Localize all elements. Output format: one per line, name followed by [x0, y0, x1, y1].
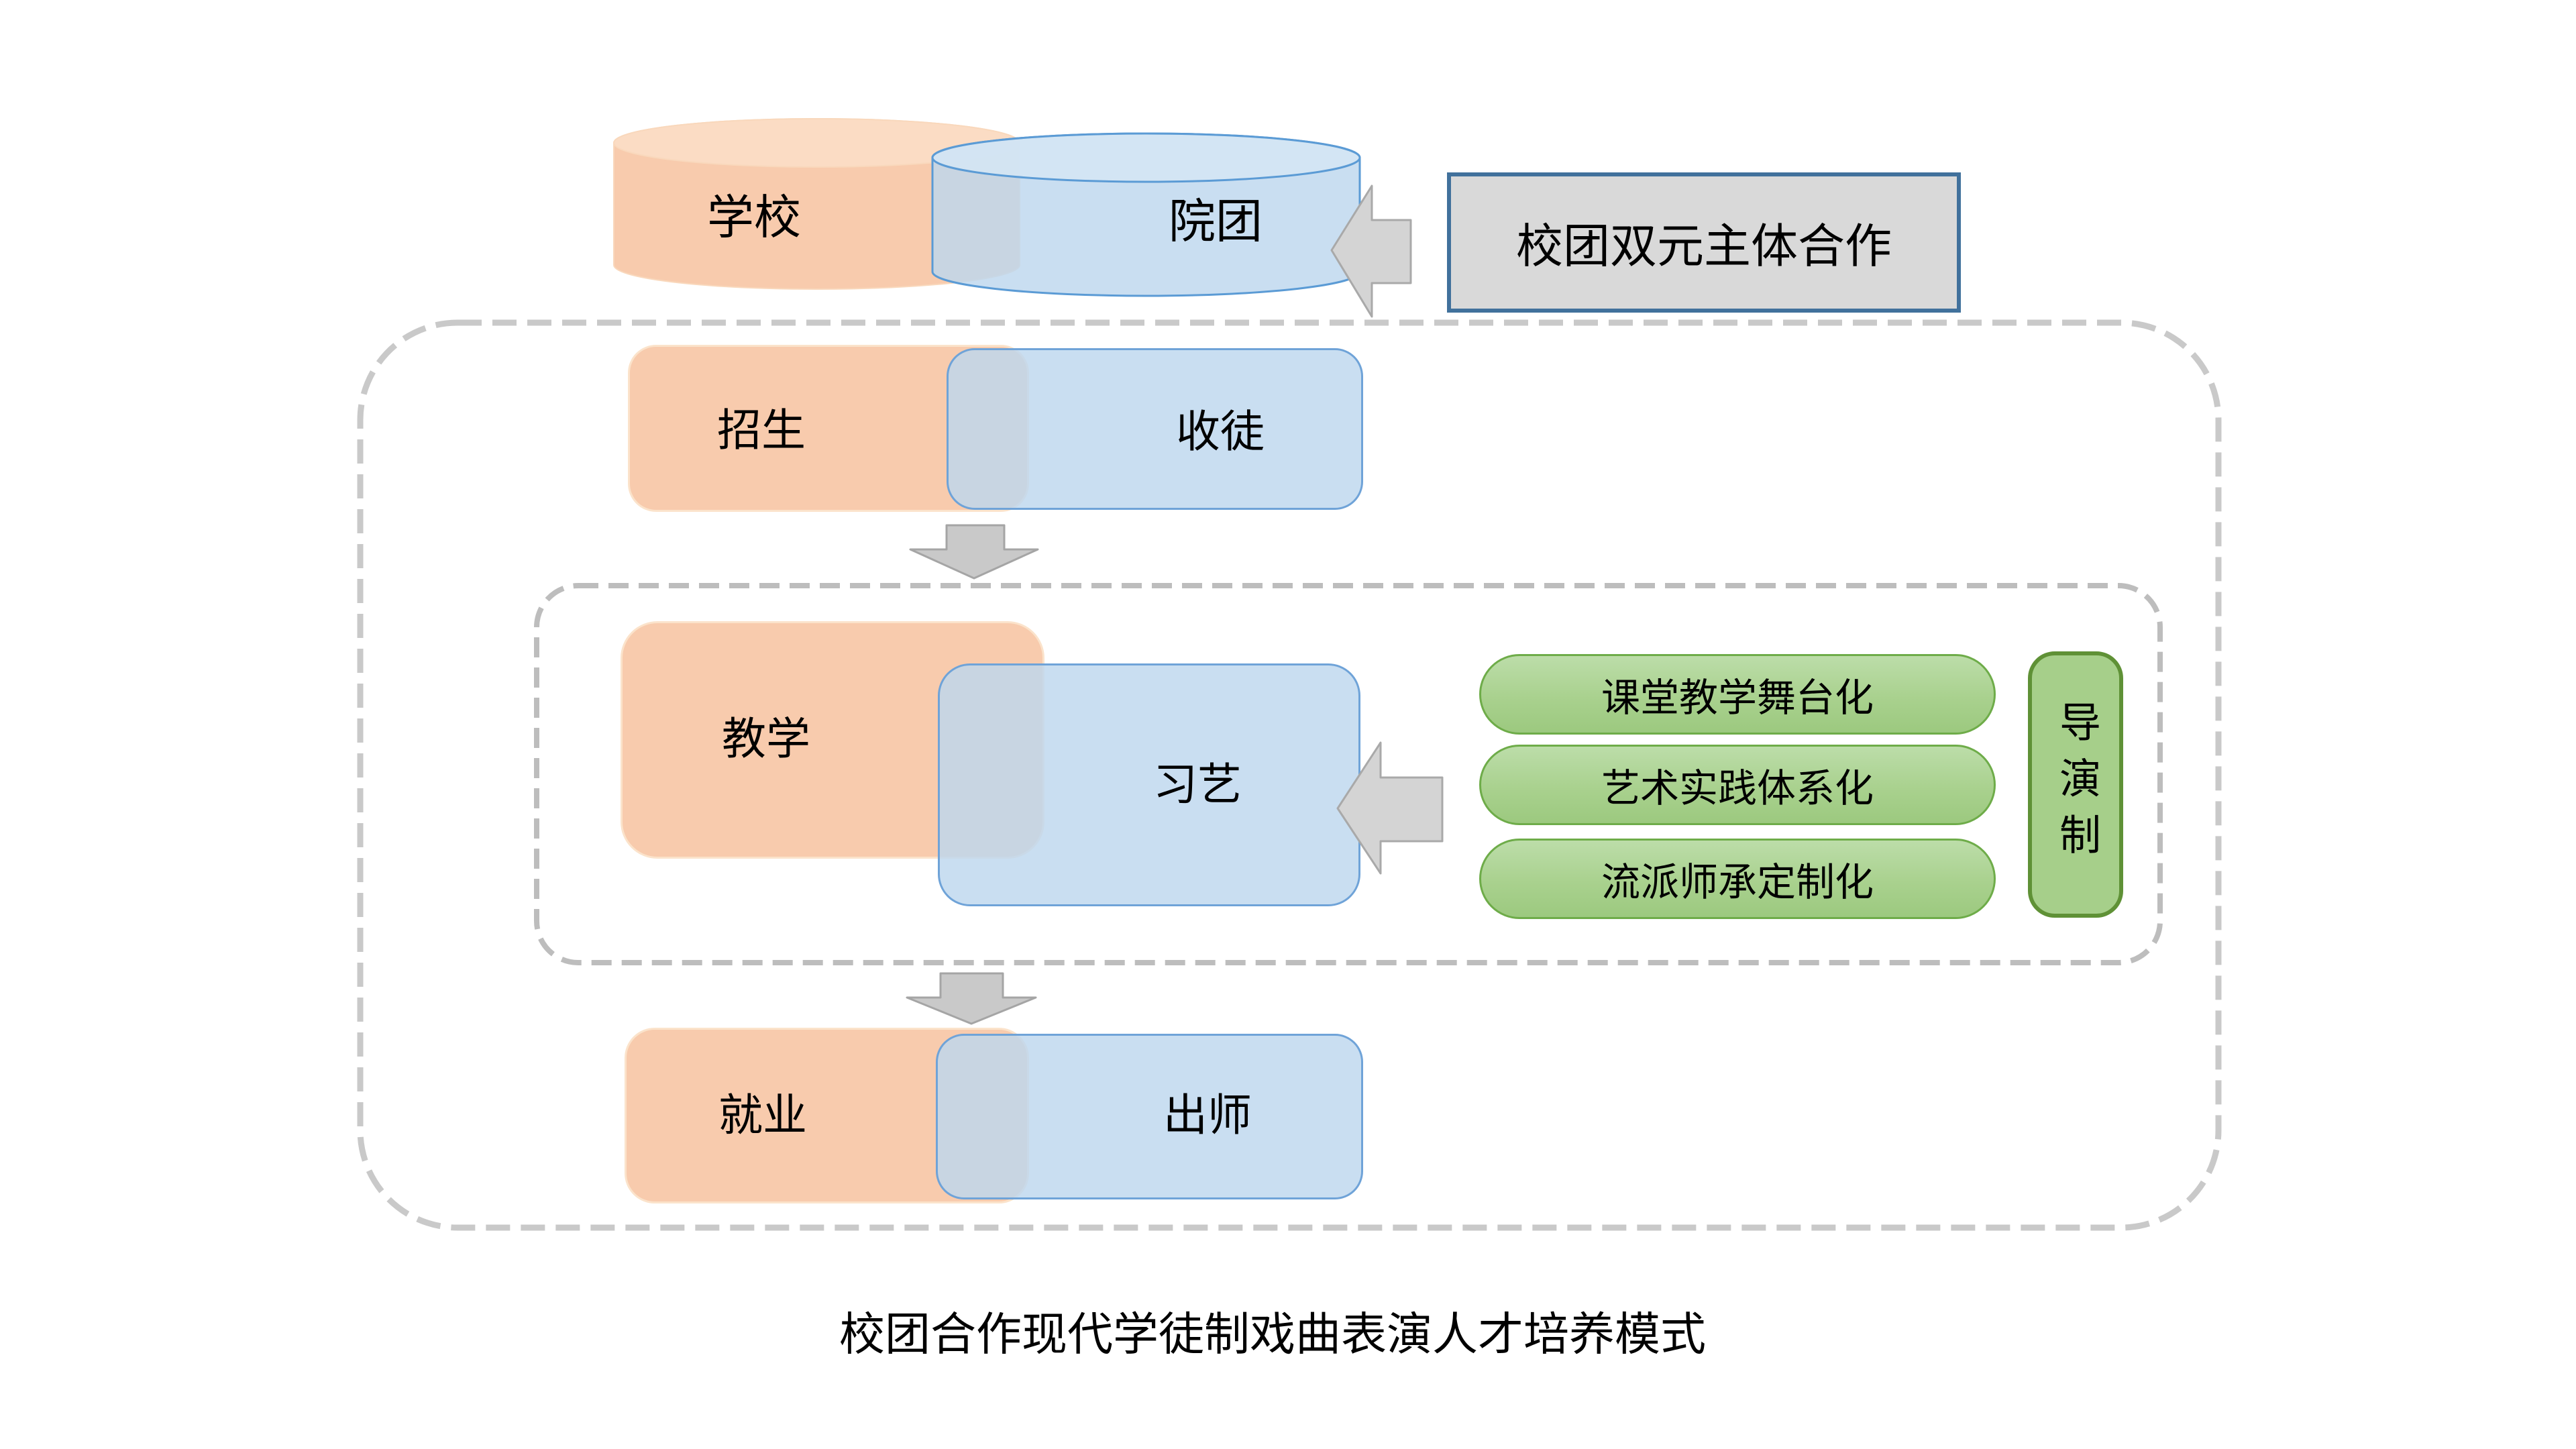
method-pill-3-label: 流派师承定制化 [1601, 861, 1874, 904]
diagram-caption: 校团合作现代学徒制戏曲表演人才培养模式 [839, 1309, 1707, 1360]
method-pill-1: 课堂教学舞台化 [1479, 654, 1996, 735]
enroll-troupe-label: 收徒 [1176, 407, 1265, 456]
flow-down-arrow-icon-1 [909, 524, 1039, 580]
school-cylinder-label: 学校 [707, 191, 801, 244]
teach-troupe-label: 习艺 [1153, 759, 1242, 809]
employ-troupe-label: 出师 [1163, 1090, 1252, 1140]
method-pill-2-label: 艺术实践体系化 [1601, 767, 1874, 810]
director-system-label: 导演制 [2053, 700, 2099, 869]
method-pill-2: 艺术实践体系化 [1479, 745, 1996, 825]
cooperation-label: 校团双元主体合作 [1516, 220, 1892, 272]
enroll-troupe-box [947, 348, 1363, 510]
employ-troupe-box [936, 1034, 1363, 1199]
teach-troupe-box [938, 663, 1360, 906]
school-cylinder-body [613, 118, 1020, 290]
school-cylinder [613, 118, 1020, 290]
cooperation-left-arrow-icon [1330, 184, 1412, 318]
troupe-cylinder-body [931, 132, 1361, 297]
troupe-cylinder-top [931, 132, 1361, 183]
teach-school-label: 教学 [722, 714, 810, 763]
director-system-box: 导演制 [2028, 651, 2123, 918]
cooperation-box: 校团双元主体合作 [1447, 172, 1961, 313]
flow-down-arrow-icon-2 [906, 972, 1037, 1025]
employ-school-label: 就业 [718, 1090, 807, 1140]
method-pill-3: 流派师承定制化 [1479, 839, 1996, 919]
school-cylinder-top [613, 118, 1020, 168]
troupe-cylinder-label: 院团 [1169, 195, 1263, 248]
troupe-cylinder [931, 132, 1361, 297]
method-pill-1-label: 课堂教学舞台化 [1601, 676, 1874, 720]
enroll-school-label: 招生 [717, 405, 806, 455]
